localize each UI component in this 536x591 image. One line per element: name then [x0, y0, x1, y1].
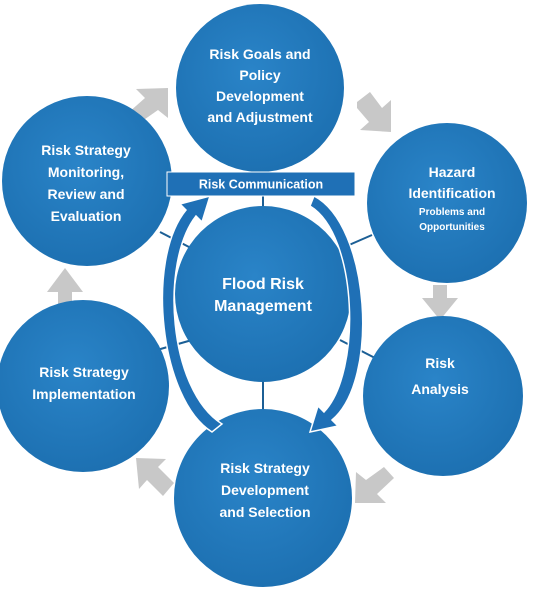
banner-box: [166, 171, 356, 197]
development-line3: and Selection: [219, 504, 310, 520]
arrow-development-to-implementation: [136, 458, 174, 496]
right-curved-arrow: [308, 194, 364, 434]
node-analysis-circle: [363, 316, 523, 476]
implementation-line2: Implementation: [32, 386, 135, 402]
arrow-implementation-to-monitoring: [47, 268, 83, 307]
goals-line1: Risk Goals and: [209, 46, 310, 62]
node-monitoring-circle: [2, 96, 172, 266]
analysis-line1: Risk: [425, 355, 455, 371]
goals-line3: Development: [216, 88, 304, 104]
center-line1: Flood Risk: [222, 276, 304, 293]
development-line1: Risk Strategy: [220, 460, 310, 476]
hazard-line1: Hazard: [429, 164, 476, 180]
goals-line2: Policy: [239, 67, 280, 83]
node-development-circle: [174, 409, 352, 587]
center-circle: [175, 206, 351, 382]
analysis-line2: Analysis: [411, 381, 469, 397]
arrow-analysis-to-development: [355, 467, 394, 503]
node-goals-circle: [176, 4, 344, 172]
process-arrows: [47, 88, 458, 503]
outer-circles: [0, 4, 527, 587]
monitoring-line4: Evaluation: [51, 208, 122, 224]
development-line2: Development: [221, 482, 309, 498]
hazard-sub1: Problems and: [419, 207, 485, 218]
monitoring-line2: Monitoring,: [48, 164, 124, 180]
node-hazard-circle: [367, 123, 527, 283]
monitoring-line3: Review and: [47, 186, 124, 202]
hazard-sub2: Opportunities: [419, 222, 485, 233]
goals-line4: and Adjustment: [207, 109, 313, 125]
node-implementation-circle: [0, 300, 169, 472]
monitoring-line1: Risk Strategy: [41, 142, 131, 158]
implementation-line1: Risk Strategy: [39, 364, 129, 380]
risk-communication-banner: Risk Communication: [166, 171, 356, 197]
arrow-goals-to-hazard: [357, 92, 391, 132]
hazard-line2: Identification: [408, 185, 495, 201]
center-line2: Management: [214, 298, 312, 315]
banner-label: Risk Communication: [199, 178, 323, 192]
arrow-hazard-to-analysis: [422, 285, 458, 320]
